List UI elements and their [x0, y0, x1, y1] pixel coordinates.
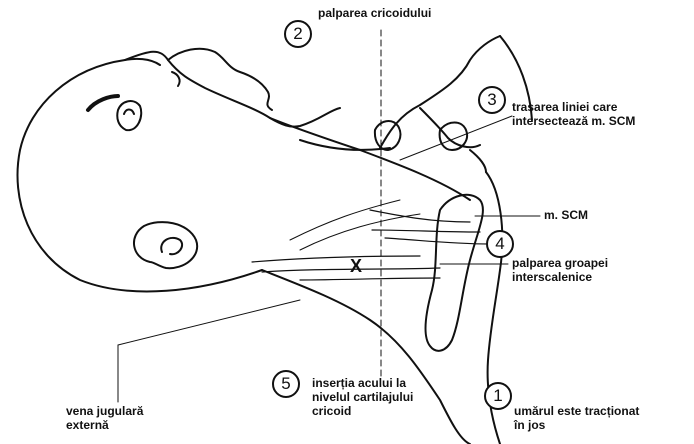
finger-tip-2: [440, 123, 467, 151]
scm-muscle: [370, 210, 490, 244]
vena-label-line2: externă: [66, 418, 109, 432]
vena-label-line1: vena jugulară: [66, 404, 143, 418]
step-3-label-line1: trasarea liniei care: [512, 100, 617, 114]
ear: [134, 222, 197, 268]
face-profile: [125, 49, 272, 110]
neck-line-back: [262, 270, 470, 444]
step-4-label-line2: interscalenice: [512, 270, 592, 284]
inner-neck-lines: [290, 200, 420, 250]
head-outline: [18, 52, 341, 292]
insertion-x-mark: X: [350, 256, 362, 276]
step-1-label-line2: în jos: [514, 418, 545, 432]
step-1-badge: 1: [484, 382, 512, 410]
step-4-badge: 4: [486, 230, 514, 258]
step-4-label-line1: palparea groapei: [512, 256, 608, 270]
nostril: [172, 72, 180, 86]
step-5-label-line1: inserția acului la: [312, 376, 406, 390]
leader-vena-2: [118, 300, 300, 345]
step-5-badge: 5: [272, 370, 300, 398]
step-2-label: palparea cricoidului: [318, 6, 431, 20]
step-3-label-line2: intersectează m. SCM: [512, 114, 635, 128]
step-1-label-line1: umărul este tracționat: [514, 404, 639, 418]
step-2-badge: 2: [284, 20, 312, 48]
step-5-label-line3: cricoid: [312, 404, 351, 418]
step-3-badge: 3: [478, 86, 506, 114]
step-5-label-line2: nivelul cartilajului: [312, 390, 413, 404]
shoulder: [426, 195, 483, 351]
eye: [117, 101, 141, 130]
scm-label: m. SCM: [544, 208, 588, 222]
eyebrow: [88, 96, 118, 110]
